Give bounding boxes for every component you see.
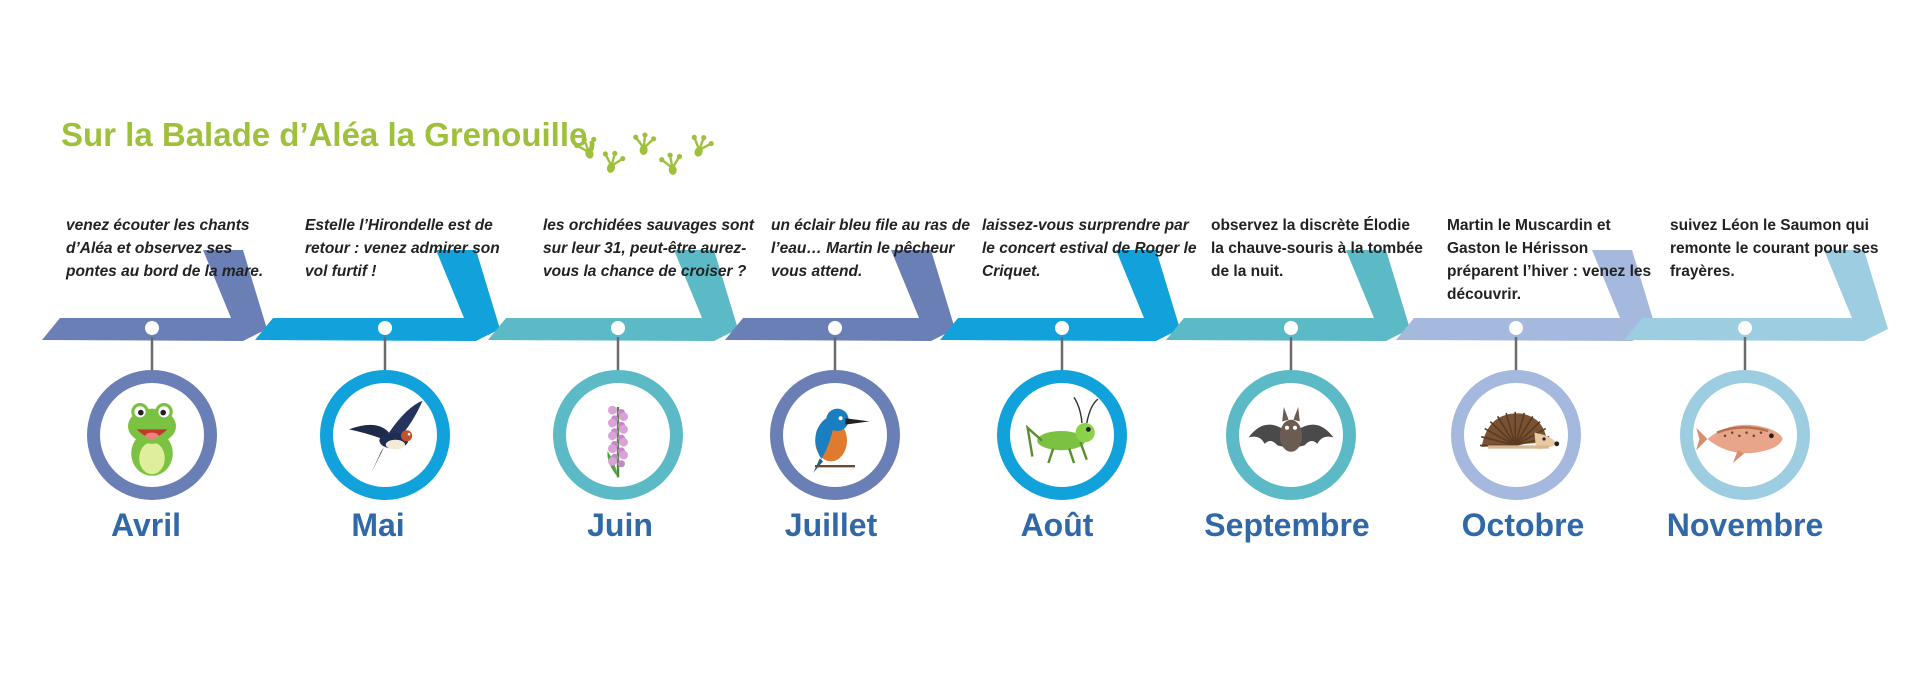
frog-footprints-icon xyxy=(574,132,714,175)
timeline-node xyxy=(1053,319,1071,337)
timeline-arrow xyxy=(1624,250,1888,341)
timeline-arrow xyxy=(1166,250,1410,341)
salmon-icon xyxy=(1696,424,1783,463)
timeline-node xyxy=(143,319,161,337)
kingfisher-icon xyxy=(813,408,870,473)
segment-caption: observez la discrète Élodie la chauve-so… xyxy=(1211,217,1423,280)
timeline-arrow xyxy=(1396,250,1656,341)
timeline-node xyxy=(826,319,844,337)
timeline-node xyxy=(1282,319,1300,337)
hedgehog-icon xyxy=(1480,411,1560,449)
timeline-arrow xyxy=(488,250,738,341)
bat-icon xyxy=(1248,407,1334,452)
segment-caption: laissez-vous surprendre par le concert e… xyxy=(982,217,1197,280)
month-label: Avril xyxy=(111,507,181,543)
timeline-arrow xyxy=(42,250,267,341)
timeline-node xyxy=(1507,319,1525,337)
month-label: Juin xyxy=(587,507,653,543)
month-label: Août xyxy=(1020,507,1094,543)
timeline-node xyxy=(609,319,627,337)
timeline-node xyxy=(1736,319,1754,337)
segment-caption: suivez Léon le Saumon qui remonte le cou… xyxy=(1670,217,1879,280)
page-title: Sur la Balade d’Aléa la Grenouille, xyxy=(61,116,597,153)
segment-caption: venez écouter les chants d’Aléa et obser… xyxy=(66,217,264,280)
segment-caption: les orchidées sauvages sont sur leur 31,… xyxy=(543,217,755,280)
month-label: Octobre xyxy=(1461,507,1585,543)
segment-caption: Estelle l’Hirondelle est de retour : ven… xyxy=(305,217,500,280)
segment-caption: un éclair bleu file au ras de l’eau… Mar… xyxy=(771,217,970,280)
timeline-node xyxy=(376,319,394,337)
month-label: Juillet xyxy=(784,507,878,543)
timeline-arrow xyxy=(725,250,955,341)
month-label: Novembre xyxy=(1666,507,1824,543)
month-label: Mai xyxy=(351,507,405,543)
timeline-arrow xyxy=(255,250,500,341)
swallow-icon xyxy=(349,400,423,473)
frog-icon xyxy=(128,403,176,476)
month-label: Septembre xyxy=(1204,507,1370,543)
orchid-icon xyxy=(607,405,628,478)
segment-caption: Martin le Muscardin et Gaston le Hérisso… xyxy=(1447,217,1652,303)
timeline-arrow xyxy=(940,250,1180,341)
cricket-icon xyxy=(1025,397,1099,464)
